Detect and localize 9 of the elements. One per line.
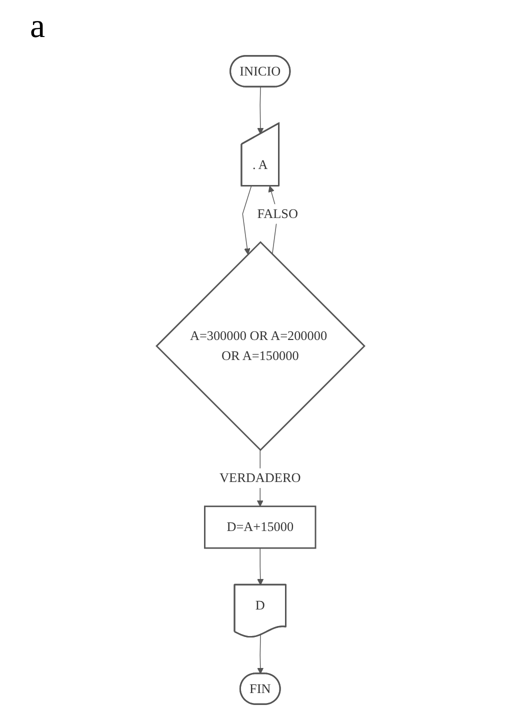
arrow: [257, 548, 264, 586]
arrow: [242, 186, 252, 255]
arrow: [257, 86, 264, 134]
edge-label: VERDADERO: [220, 470, 301, 486]
node-box: D=A+15000: [204, 506, 316, 549]
arrow: [257, 634, 264, 674]
node-diamond: A=300000 OR A=200000 OR A=150000: [156, 241, 366, 452]
edge-label: FALSO: [257, 206, 298, 221]
panel-letter: a: [30, 8, 46, 45]
